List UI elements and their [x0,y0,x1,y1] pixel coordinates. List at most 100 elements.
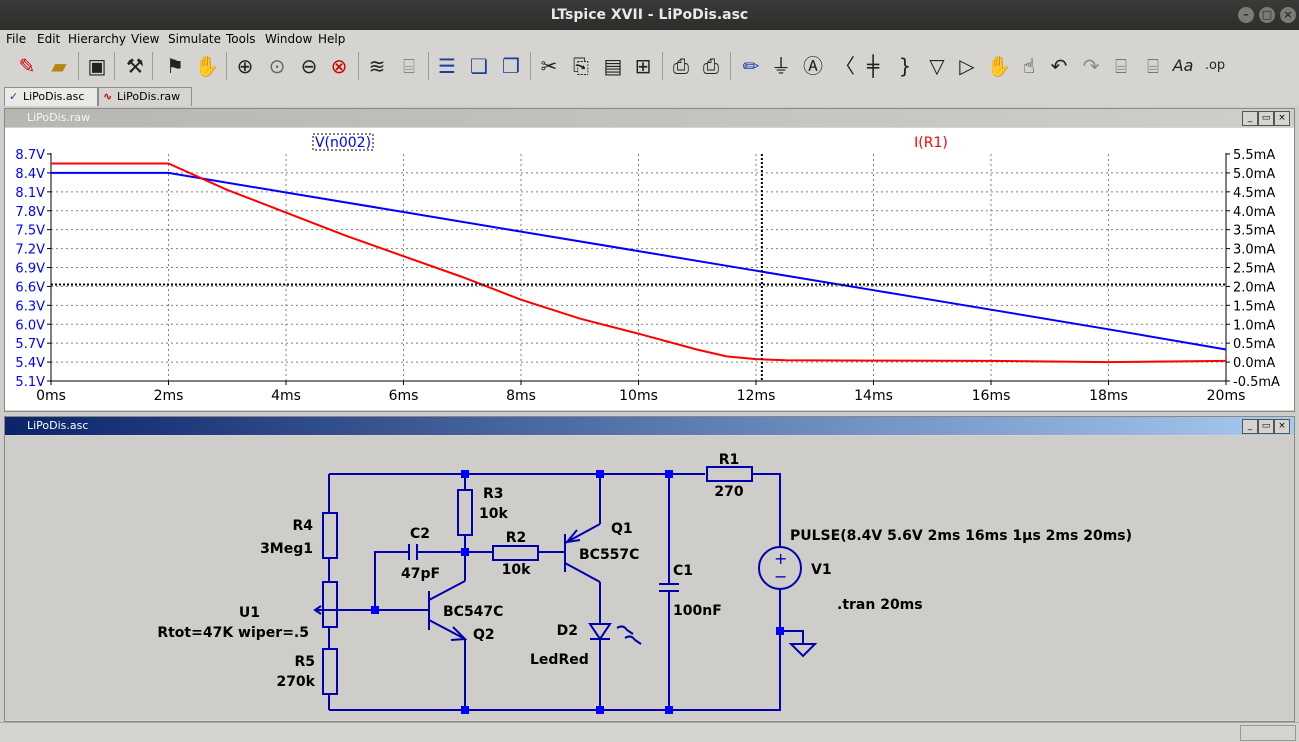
r4-value: 3Meg1 [260,541,313,557]
i-trace-line [51,162,1227,364]
y-left-tick-label: 5.1V [15,375,45,390]
y-left-tick-label: 8.1V [15,186,45,201]
y-left-tick-label: 7.5V [15,224,45,239]
waveform-plot[interactable]: 8.7V8.4V8.1V7.8V7.5V7.2V6.9V6.6V6.3V6.0V… [5,128,1294,410]
menu-simulate[interactable]: Simulate [168,32,222,46]
y-left-tick-label: 8.4V [15,167,45,182]
close-button[interactable]: × [1280,7,1296,23]
v-trace-line [51,171,1227,351]
text-icon[interactable]: Aa [1172,56,1194,75]
tile-vertical-icon[interactable]: ❐ [502,54,520,78]
run-icon[interactable]: ⚑ [166,54,184,78]
ground-icon[interactable]: ⏚ [771,54,791,78]
redo-icon[interactable]: ↷ [1082,54,1100,78]
inductor-icon[interactable]: } [898,54,912,78]
r3-label: R3 [483,486,504,502]
print-icon[interactable]: ⎙ [703,54,719,78]
diode-icon[interactable]: ▽ [929,54,945,78]
tab-schematic[interactable]: ✓LiPoDis.asc [4,87,98,106]
trace-i-label[interactable]: I(R1) [914,135,948,151]
capacitor-icon[interactable]: ╪ [866,54,880,78]
label-net-icon[interactable]: Ⓐ [803,54,823,78]
menu-edit[interactable]: Edit [37,32,61,46]
y-right-tick-label: 3.0mA [1233,243,1275,258]
child-minimize-button[interactable]: _ [1242,111,1258,126]
pan-icon[interactable]: ⊙ [268,54,286,78]
r2-label: R2 [506,530,527,546]
q1-model: BC557C [579,547,639,563]
autorange-icon[interactable]: ≋ [368,54,386,78]
d2-label: D2 [557,623,578,639]
mirror-icon[interactable]: ⌸ [1147,54,1159,78]
tran-directive[interactable]: .tran 20ms [837,597,923,613]
menu-tools[interactable]: Tools [226,32,256,46]
schematic-window-titlebar[interactable]: LiPoDis.asc [5,417,1294,435]
x-tick-label: 18ms [1089,388,1128,404]
v1-source-text[interactable]: PULSE(8.4V 5.6V 2ms 16ms 1µs 2ms 20ms) [790,528,1132,544]
child-close-button[interactable]: × [1274,419,1290,434]
x-tick-label: 20ms [1207,388,1246,404]
menu-bar: File Edit Hierarchy View Simulate Tools … [0,30,1299,48]
draw-wire-icon[interactable]: ✏ [742,54,760,78]
move-hand-icon[interactable]: ✋ [986,54,1012,78]
copy-icon[interactable]: ⎘ [573,54,589,78]
menu-help[interactable]: Help [318,32,346,46]
schematic-canvas[interactable]: + − R1 270 R3 10k R2 10k R4 3Meg1 R5 [5,436,1294,720]
menu-file[interactable]: File [6,32,27,46]
y-left-tick-label: 5.4V [15,356,45,371]
r4-label: R4 [292,518,313,534]
tile-horizontal-icon[interactable]: ☰ [438,54,456,78]
open-folder-icon[interactable]: ▰ [51,54,67,78]
q1-label: Q1 [611,521,633,537]
zoom-in-icon[interactable]: ⊕ [236,54,254,78]
drag-hand-icon[interactable]: ☝ [1022,54,1036,78]
control-panel-icon[interactable]: ⚒ [126,54,144,78]
zoom-out-icon[interactable]: ⊖ [300,54,318,78]
new-schematic-icon[interactable]: ✎ [18,54,36,78]
zoom-fit-icon[interactable]: ⊗ [330,54,348,78]
y-left-tick-label: 6.9V [15,262,45,277]
status-bar [0,722,1299,742]
undo-icon[interactable]: ↶ [1050,54,1068,78]
halt-icon[interactable]: ✋ [194,54,220,78]
y-left-tick-label: 6.0V [15,318,45,333]
x-tick-label: 4ms [271,388,301,404]
print-preview-icon[interactable]: ⎙ [673,54,689,78]
spice-directive-icon[interactable]: .op [1204,58,1226,73]
y-left-tick-label: 6.6V [15,280,45,295]
menu-view[interactable]: View [131,32,160,46]
rotate-icon[interactable]: ⌸ [1115,54,1127,78]
waveform-window-titlebar[interactable]: LiPoDis.raw [5,109,1294,127]
trace-v-label[interactable]: V(n002) [315,135,371,151]
d2-model: LedRed [530,652,589,668]
x-tick-label: 6ms [389,388,419,404]
x-tick-label: 10ms [619,388,658,404]
q2-model: BC547C [443,604,503,620]
window-title: LTspice XVII - LiPoDis.asc [550,7,749,23]
child-minimize-button[interactable]: _ [1242,419,1258,434]
tab-waveform[interactable]: ∿LiPoDis.raw [98,87,192,106]
paste-icon[interactable]: ▤ [603,54,623,78]
child-restore-button[interactable]: ▭ [1258,111,1274,126]
resistor-icon[interactable]: 〈 [835,54,855,78]
maximize-button[interactable]: □ [1259,7,1275,23]
menu-window[interactable]: Window [265,32,313,46]
component-icon[interactable]: ▷ [959,54,975,78]
minimize-button[interactable]: – [1238,7,1254,23]
child-close-button[interactable]: × [1274,111,1290,126]
cascade-icon[interactable]: ❏ [470,54,488,78]
r1-label: R1 [719,452,740,468]
find-icon[interactable]: ⊞ [634,54,652,78]
y-left-tick-label: 7.8V [15,205,45,220]
r5-value: 270k [276,674,315,690]
menu-hierarchy[interactable]: Hierarchy [68,32,127,46]
fft-icon[interactable]: ⌸ [403,54,415,78]
x-tick-label: 14ms [854,388,893,404]
save-icon[interactable]: ▣ [87,54,107,78]
x-tick-label: 2ms [154,388,184,404]
cut-icon[interactable]: ✂ [540,54,558,78]
y-right-tick-label: 5.0mA [1233,167,1275,182]
child-restore-button[interactable]: ▭ [1258,419,1274,434]
